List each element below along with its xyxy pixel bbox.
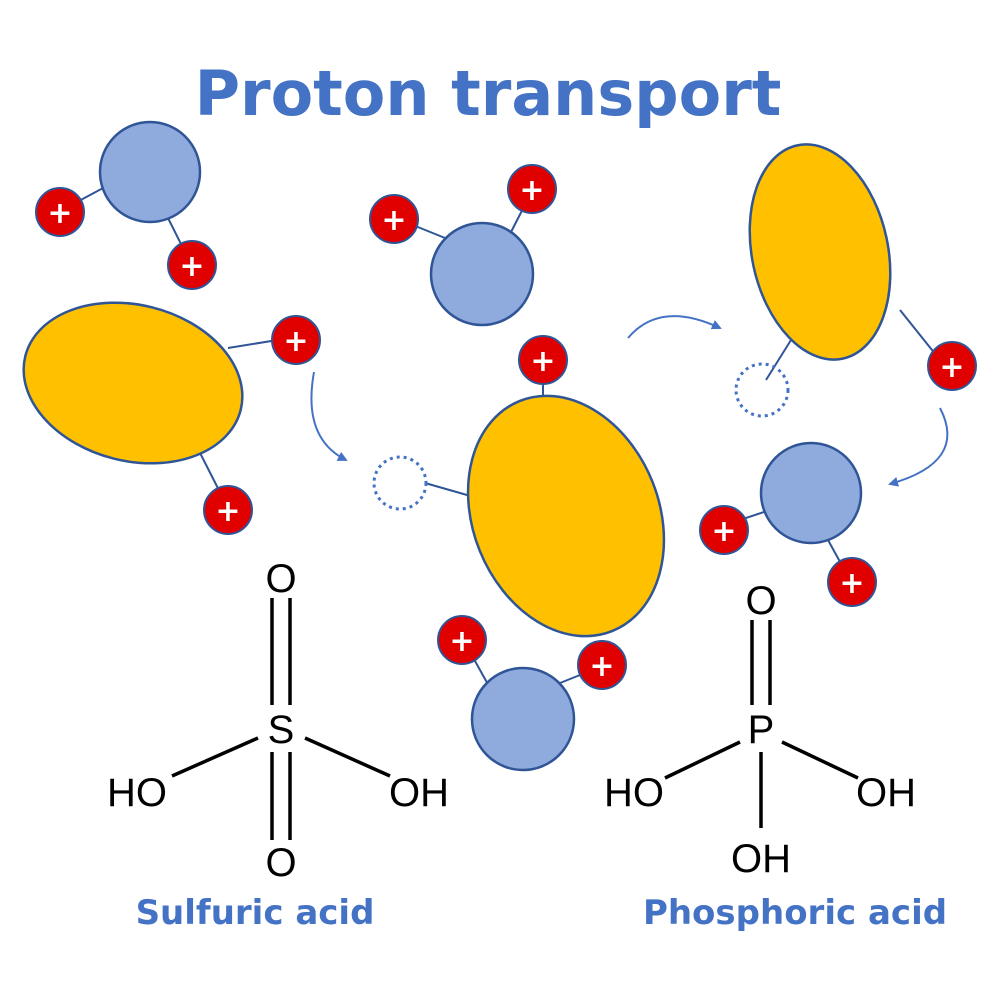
protons: + + + + + + + + + + + + xyxy=(35,164,977,690)
proton-plus-sign: + xyxy=(519,173,544,208)
sulfuric-acid-caption: Sulfuric acid xyxy=(136,893,375,933)
proton-plus-sign: + xyxy=(530,344,555,379)
phosphoric-center-atom: P xyxy=(748,708,775,752)
proton-plus-sign: + xyxy=(589,649,614,684)
proton-icon: + xyxy=(167,240,217,290)
sulfuric-top-oxygen: O xyxy=(265,557,296,601)
sulfuric-right-group: OH xyxy=(389,771,449,815)
proton-circle xyxy=(699,505,749,555)
proton-plus-sign: + xyxy=(215,494,240,529)
acid-molecule-2 xyxy=(466,394,666,638)
proton-icon: + xyxy=(827,557,877,607)
proton-icon: + xyxy=(437,615,487,665)
proton-icon: + xyxy=(507,164,557,214)
transport-arrow-2 xyxy=(627,315,722,339)
water-molecule-4 xyxy=(470,666,576,772)
proton-circle xyxy=(437,615,487,665)
proton-icon: + xyxy=(203,485,253,535)
proton-circle xyxy=(35,187,85,237)
proton-vacancy-1 xyxy=(372,455,428,511)
proton-plus-sign: + xyxy=(449,624,474,659)
proton-circle xyxy=(369,194,419,244)
proton-vacancy-2 xyxy=(734,362,790,418)
acid-molecule-3 xyxy=(748,143,892,361)
water-molecule-3 xyxy=(759,441,863,545)
transport-arrow-1 xyxy=(310,371,348,461)
proton-icon: + xyxy=(927,341,977,391)
phosphoric-acid-structure: O P HO OH OH xyxy=(604,579,916,881)
proton-plus-sign: + xyxy=(179,249,204,284)
proton-plus-sign: + xyxy=(47,196,72,231)
water-molecule-1 xyxy=(98,120,202,224)
proton-circle xyxy=(507,164,557,214)
phosphoric-bottom-group: OH xyxy=(731,837,791,881)
proton-icon: + xyxy=(271,315,321,365)
proton-plus-sign: + xyxy=(711,514,736,549)
diagram-title: Proton transport xyxy=(195,57,782,130)
sulfuric-center-atom: S xyxy=(268,708,295,752)
proton-circle xyxy=(271,315,321,365)
sulfuric-left-group: HO xyxy=(107,771,167,815)
proton-circle xyxy=(827,557,877,607)
sulfuric-acid-structure: O S O HO OH xyxy=(107,557,449,885)
phosphoric-top-oxygen: O xyxy=(745,579,776,623)
phosphoric-left-group: HO xyxy=(604,771,664,815)
sulfuric-bonds xyxy=(171,598,391,840)
phosphoric-right-group: OH xyxy=(856,771,916,815)
proton-icon: + xyxy=(577,640,627,690)
phosphoric-bonds xyxy=(664,620,859,828)
proton-icon: + xyxy=(369,194,419,244)
proton-icon: + xyxy=(35,187,85,237)
phosphoric-acid-caption: Phosphoric acid xyxy=(643,893,947,933)
proton-circle xyxy=(518,335,568,385)
proton-circle xyxy=(167,240,217,290)
proton-plus-sign: + xyxy=(381,203,406,238)
acid-molecule-1 xyxy=(22,301,244,465)
proton-icon: + xyxy=(518,335,568,385)
proton-icon: + xyxy=(699,505,749,555)
proton-circle xyxy=(203,485,253,535)
proton-plus-sign: + xyxy=(839,566,864,601)
sulfuric-bottom-oxygen: O xyxy=(265,841,296,885)
proton-plus-sign: + xyxy=(283,324,308,359)
transport-arrow-3 xyxy=(888,407,949,487)
proton-plus-sign: + xyxy=(939,350,964,385)
water-molecule-2 xyxy=(429,221,535,327)
proton-circle xyxy=(577,640,627,690)
proton-circle xyxy=(927,341,977,391)
